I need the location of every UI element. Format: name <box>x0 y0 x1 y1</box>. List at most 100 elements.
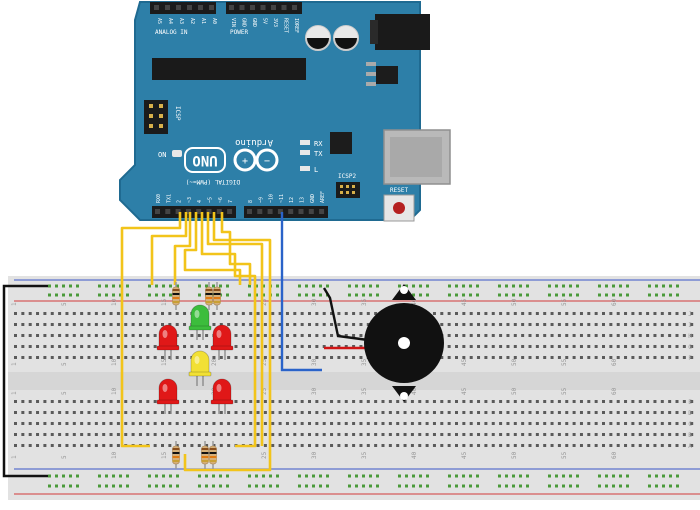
breadboard-center-channel <box>8 372 700 390</box>
pin-label: ~11 <box>279 194 285 203</box>
leds <box>156 304 234 414</box>
pin-label: IOREF <box>293 18 299 33</box>
yellow-wire-3 <box>173 212 192 285</box>
column-number: 1 <box>11 455 18 459</box>
pin-label: ~9 <box>258 197 264 203</box>
pin-label: ~3 <box>187 197 193 203</box>
voltage-regulator <box>376 66 398 84</box>
column-number: 60 <box>611 451 618 459</box>
pin-label: RESET <box>283 18 289 33</box>
column-number: 10 <box>111 451 118 459</box>
column-number: 60 <box>611 358 618 366</box>
icsp-label: ICSP <box>174 106 181 121</box>
column-number: 50 <box>511 358 518 366</box>
model-label: UNO <box>192 152 217 168</box>
column-number: 10 <box>111 358 118 366</box>
pin-label: A5 <box>156 18 162 24</box>
tx-label: TX <box>314 150 323 158</box>
pin-label: AREF <box>320 191 326 203</box>
pin-label: A4 <box>167 18 173 24</box>
pin-label: GND <box>310 194 316 203</box>
arduino-infinity-icon: + − <box>233 148 279 172</box>
reset-button[interactable] <box>383 194 415 222</box>
microcontroller-chip <box>152 58 306 80</box>
pin-label: GND <box>241 18 247 27</box>
column-number: 30 <box>311 358 318 366</box>
pin-label: A1 <box>200 18 206 24</box>
icsp-header <box>144 100 168 134</box>
icsp2-header <box>336 182 360 198</box>
pin-label: ~10 <box>269 194 275 203</box>
pin-label: ~5 <box>208 197 214 203</box>
yellow-wire-2 <box>150 212 188 285</box>
column-number: 35 <box>361 358 368 366</box>
column-number: 40 <box>411 387 418 395</box>
column-number: 25 <box>261 358 268 366</box>
pin-label: TX1 <box>166 194 172 203</box>
row-letter: E <box>688 399 692 406</box>
resistor <box>209 441 217 469</box>
column-number: 35 <box>361 387 368 395</box>
ground-rail-jumper-wire <box>2 284 48 478</box>
l-led <box>300 166 310 171</box>
yellow-wire-7 <box>183 212 272 472</box>
column-number: 55 <box>561 298 568 306</box>
buzzer-hole <box>398 337 410 349</box>
row-letter: A <box>688 443 692 450</box>
power-jack <box>375 14 430 50</box>
tx-led <box>300 150 310 155</box>
svg-text:+: + <box>242 156 248 167</box>
pin-label: 13 <box>300 197 306 203</box>
digital-header-left <box>152 206 236 218</box>
column-number: 25 <box>261 387 268 395</box>
led-red <box>210 324 234 360</box>
power-rail-holes <box>48 284 679 488</box>
pin-label: 3V3 <box>272 18 278 27</box>
row-letter: D <box>688 410 692 417</box>
column-number: 55 <box>561 387 568 395</box>
column-number: 50 <box>511 387 518 395</box>
pin-label: A3 <box>178 18 184 24</box>
capacitor-1 <box>305 25 331 51</box>
pin-label: 12 <box>289 197 295 203</box>
row-letter: G <box>688 344 692 351</box>
column-number: 1 <box>11 362 18 366</box>
rx-led <box>300 140 310 145</box>
buzzer-signal-wire <box>280 212 322 372</box>
column-number: 40 <box>411 298 418 306</box>
led-red <box>210 378 234 414</box>
column-number: 20 <box>211 358 218 366</box>
buzzer-ground-lead <box>322 287 369 342</box>
analog-header <box>150 2 216 14</box>
column-number: 45 <box>461 298 468 306</box>
pin-label: 8 <box>248 200 254 203</box>
row-letter: B <box>688 432 692 439</box>
digital-label: DIGITAL (PWM=~) <box>186 178 240 185</box>
resistor <box>205 282 213 310</box>
column-number: 25 <box>261 451 268 459</box>
piezo-buzzer <box>364 284 444 402</box>
column-number: 60 <box>611 298 618 306</box>
pin-label: GND <box>251 18 257 27</box>
reset-button-cap[interactable] <box>393 202 405 214</box>
power-led <box>172 150 182 157</box>
capacitor-2 <box>333 25 359 51</box>
column-number: 50 <box>511 298 518 306</box>
analog-in-label: ANALOG IN <box>155 29 188 36</box>
column-number: 55 <box>561 451 568 459</box>
resistor <box>172 441 180 469</box>
pin-label: A2 <box>189 18 195 24</box>
pin-label: 7 <box>228 200 234 203</box>
column-number: 30 <box>311 298 318 306</box>
digital-header-right <box>244 206 328 218</box>
icsp2-label: ICSP2 <box>338 173 356 180</box>
row-letter: I <box>688 322 692 329</box>
column-number: 45 <box>461 358 468 366</box>
l-label: L <box>314 166 318 174</box>
pin-label: 4 <box>197 200 203 203</box>
yellow-wire-8 <box>220 212 252 285</box>
